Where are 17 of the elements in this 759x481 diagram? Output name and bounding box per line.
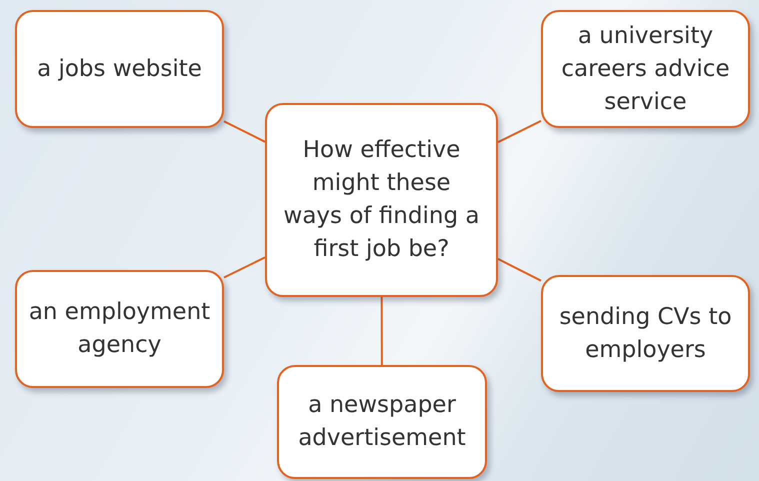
option-text: a jobs website [37, 54, 202, 84]
connector-line [380, 297, 383, 365]
option-text: a university careers advice service [560, 22, 731, 116]
option-text: an employment agency [28, 298, 212, 360]
connector-line [498, 120, 542, 144]
option-box [15, 270, 224, 388]
option-box [541, 275, 750, 392]
connector-line [224, 256, 266, 278]
connector-line [498, 258, 542, 282]
question-box [265, 103, 498, 297]
question-text: How effective might these ways of finding a first job be? [282, 136, 480, 264]
option-text: sending CVs to employers [558, 302, 733, 364]
option-box [541, 10, 750, 128]
option-box [277, 365, 487, 479]
connector-line [224, 120, 266, 143]
option-text: a newspaper advertisement [297, 391, 467, 453]
option-box [15, 10, 224, 128]
